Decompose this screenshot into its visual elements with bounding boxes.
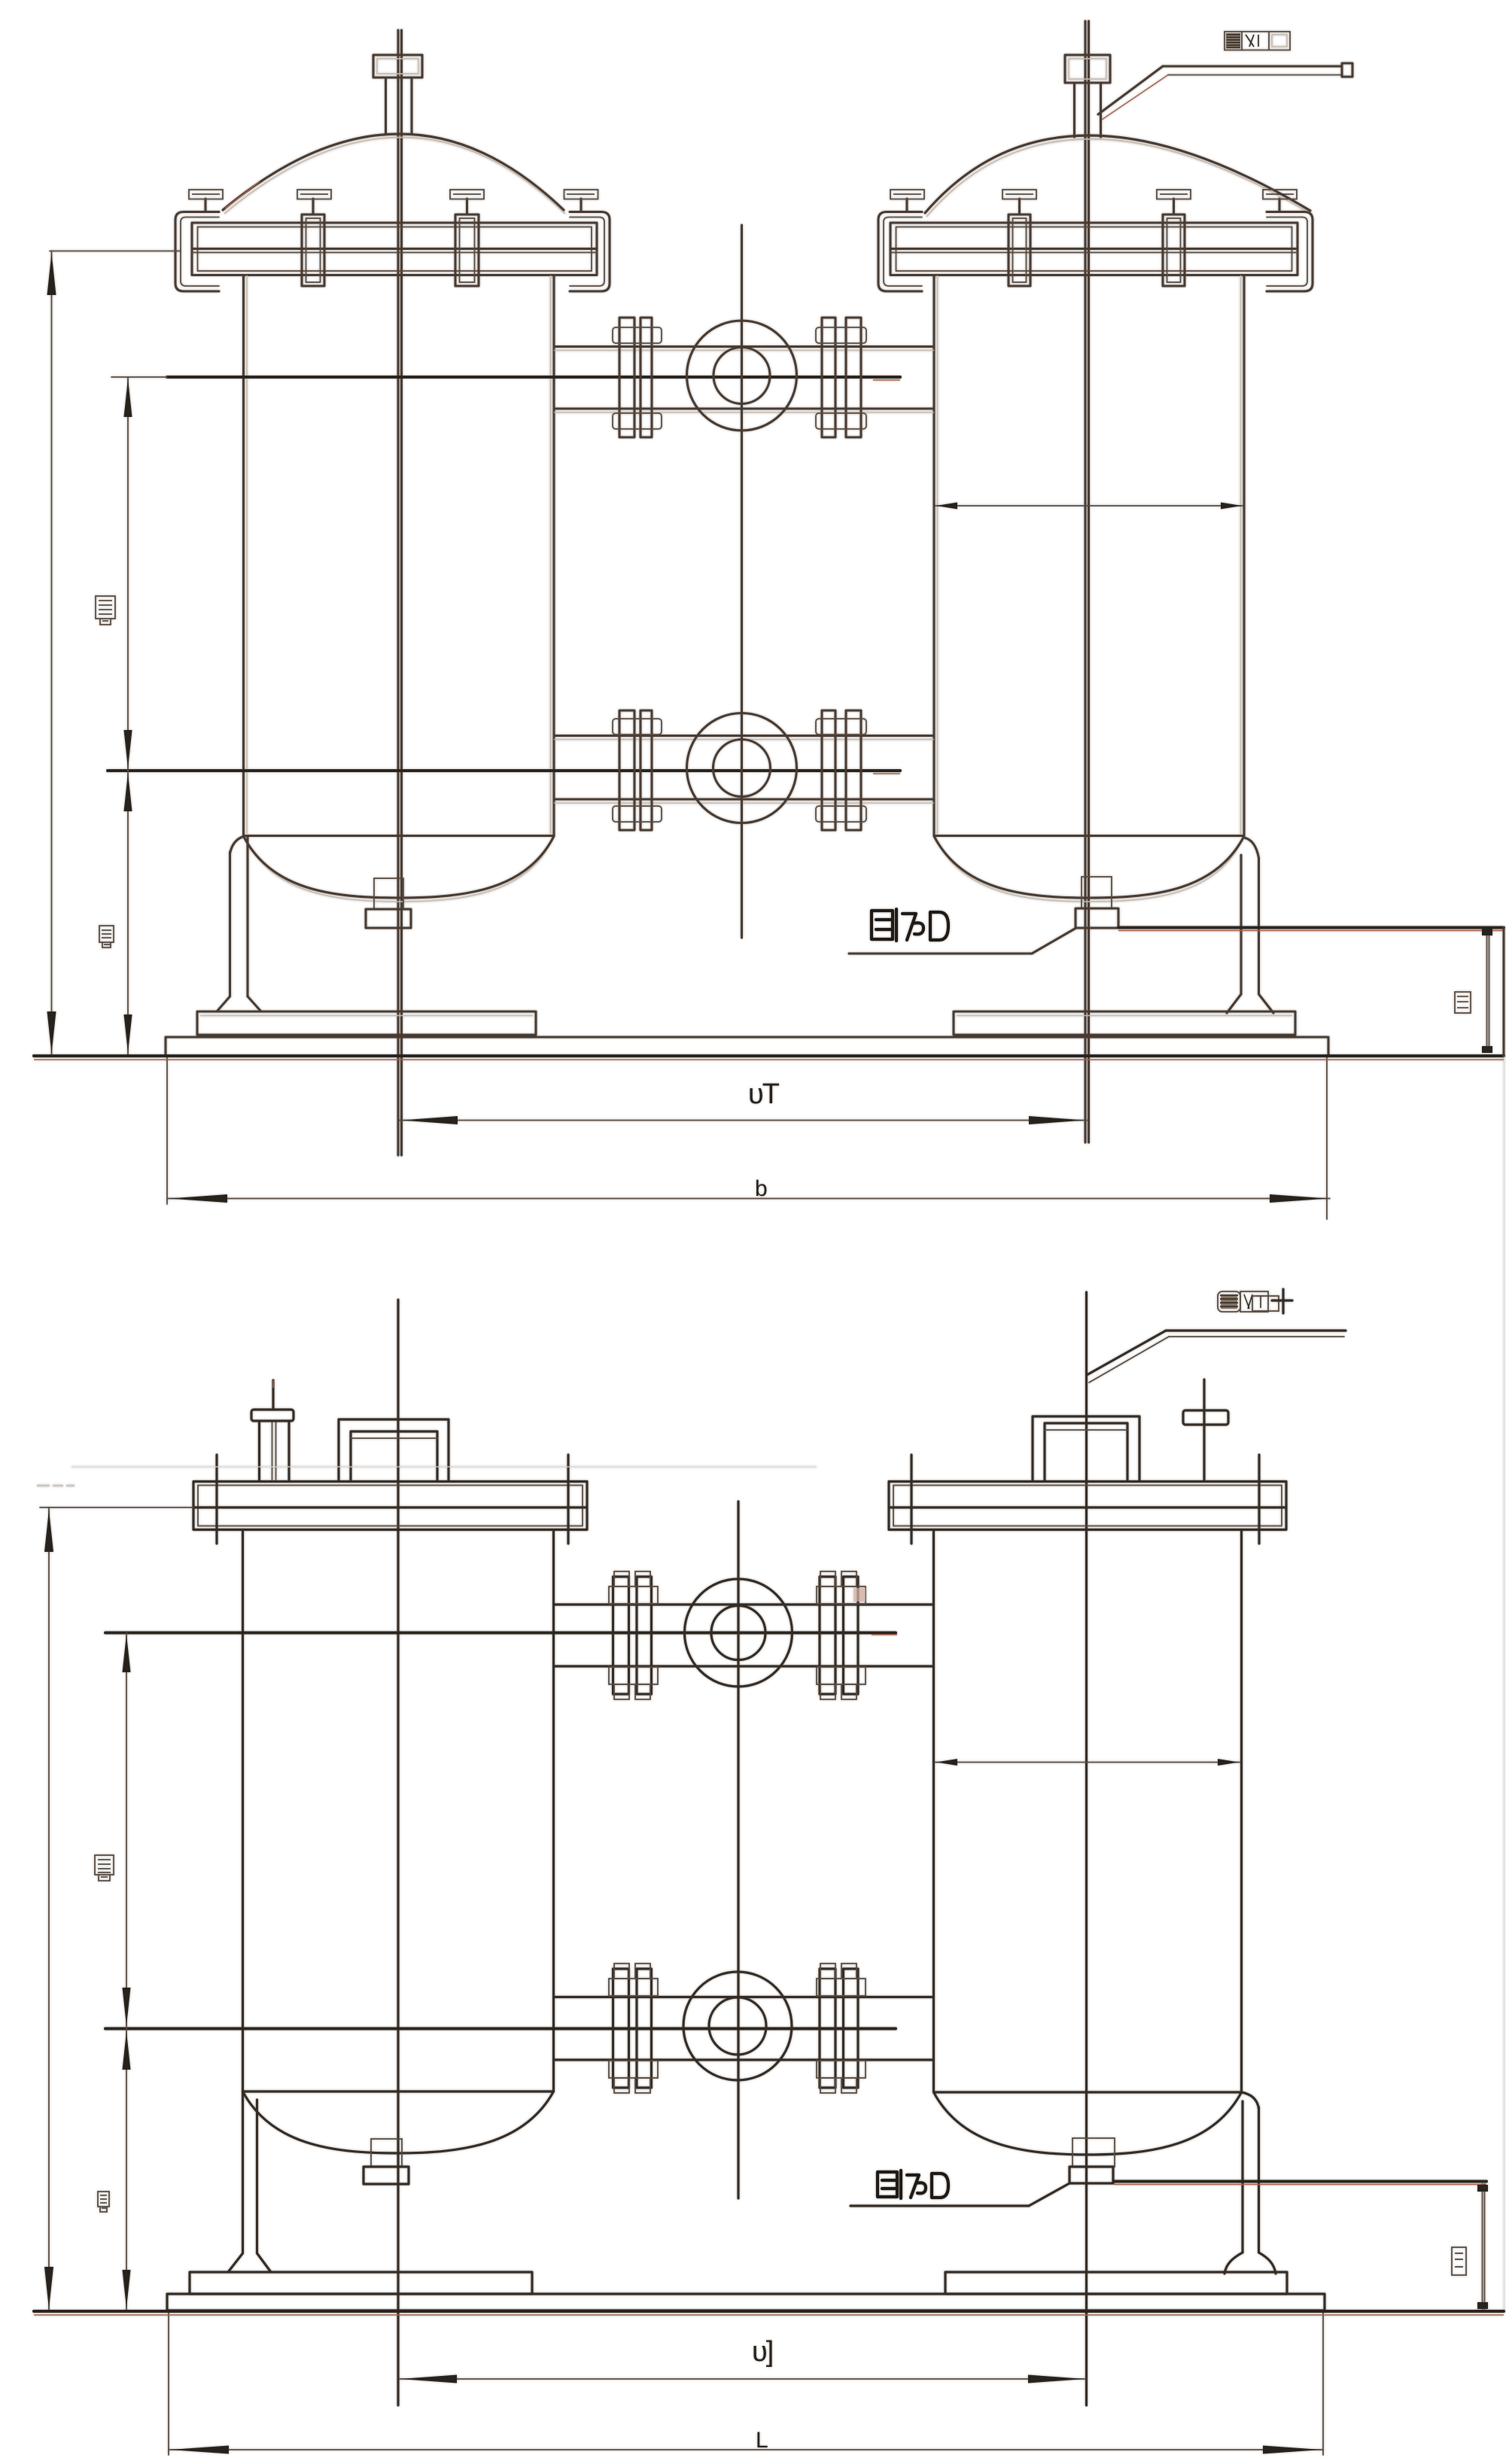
- svg-text:υT: υT: [748, 1078, 780, 1110]
- svg-text:L: L: [756, 2428, 768, 2453]
- svg-text:b: b: [755, 1176, 768, 1201]
- svg-text:υ]: υ]: [752, 2336, 772, 2368]
